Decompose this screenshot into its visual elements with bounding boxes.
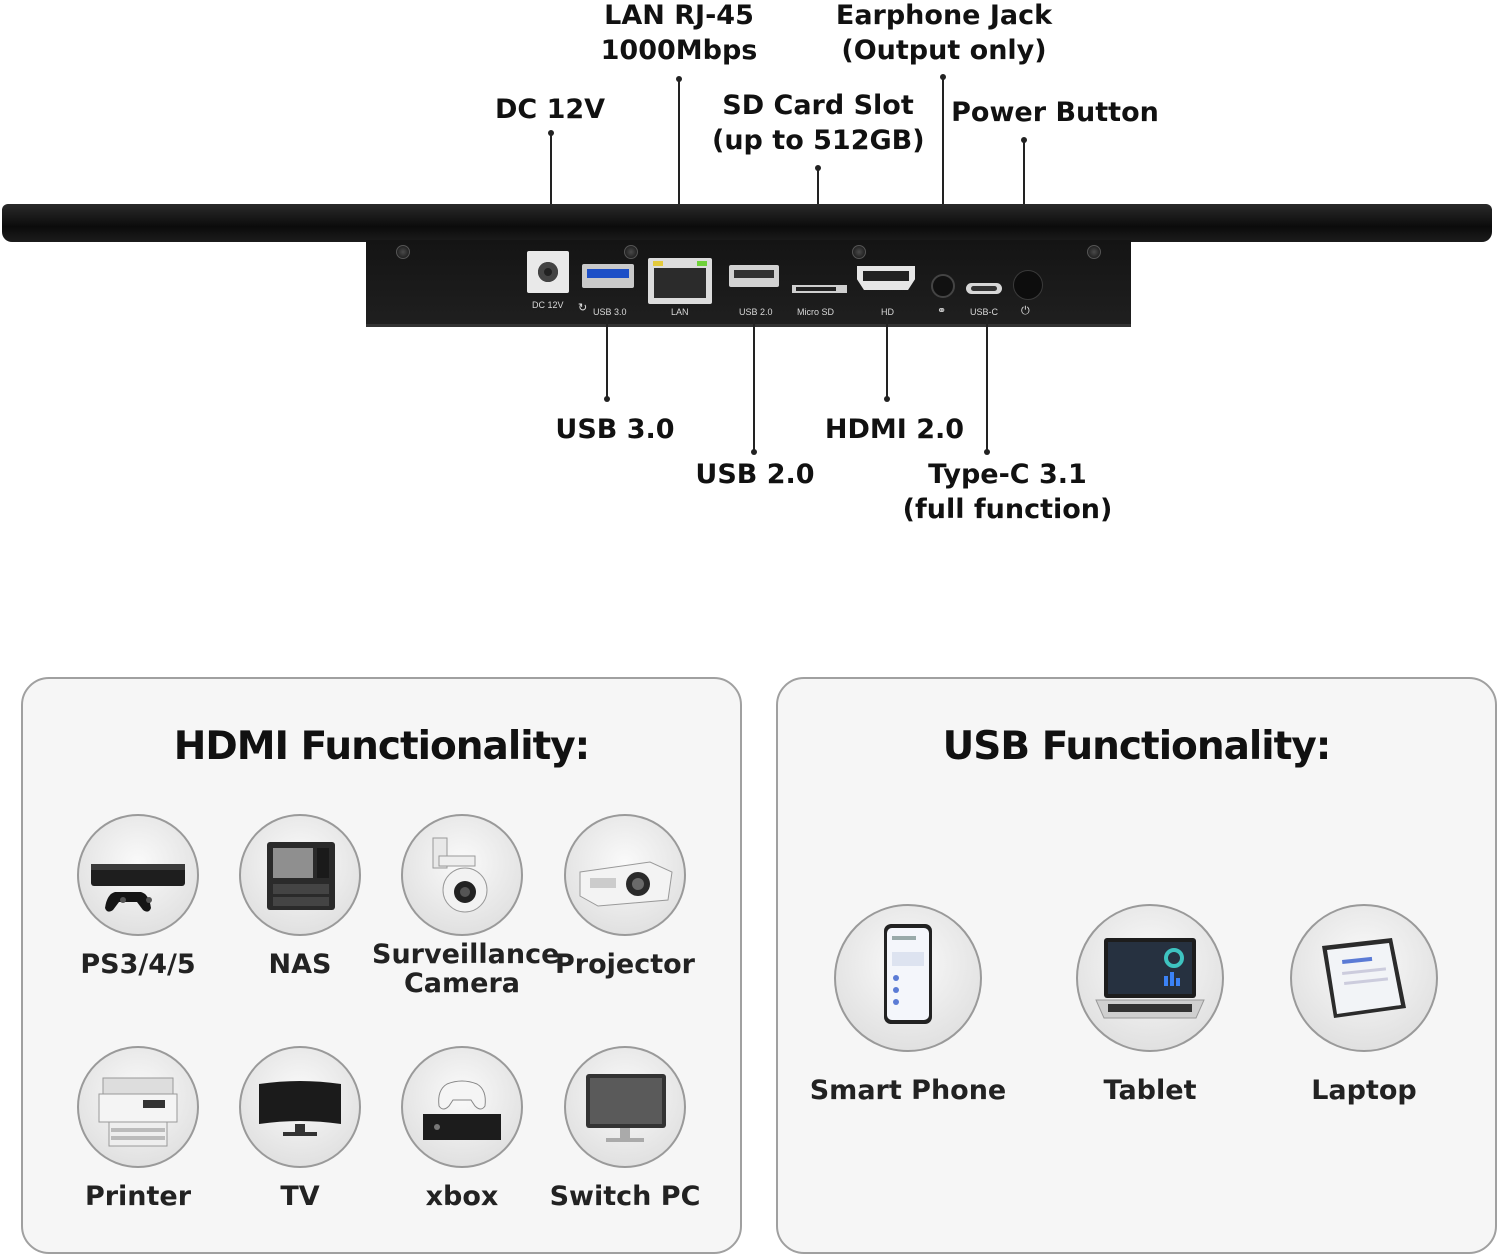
leader-dot xyxy=(604,396,610,402)
port-caption-lan: LAN xyxy=(671,307,689,317)
leader-line-lan xyxy=(678,79,680,261)
tablet-icon xyxy=(1290,904,1438,1052)
laptop-icon xyxy=(1076,904,1224,1052)
device-label: NAS xyxy=(268,949,332,980)
device-label: Tablet xyxy=(1103,1075,1197,1106)
hdmi-device-nas: NAS xyxy=(220,814,380,980)
callout-sd-card: SD Card Slot (up to 512GB) xyxy=(712,90,925,156)
device-label: Switch PC xyxy=(549,1181,701,1212)
smartphone-icon xyxy=(834,904,982,1052)
usb3-port xyxy=(582,264,634,288)
usb-c-port xyxy=(966,283,1002,294)
earphone-jack xyxy=(931,274,955,298)
device-label: Smart Phone xyxy=(809,1075,1007,1106)
hdmi-device-printer: Printer xyxy=(58,1046,218,1212)
power-button xyxy=(1013,270,1043,300)
tv-icon xyxy=(239,1046,361,1168)
port-caption-dc: DC 12V xyxy=(532,300,564,310)
leader-line-usb3 xyxy=(606,318,608,398)
hdmi-device-xbox: xbox xyxy=(382,1046,542,1212)
device-label: TV xyxy=(280,1181,320,1212)
port-caption-sd: Micro SD xyxy=(797,307,835,317)
port-panel xyxy=(366,240,1131,327)
device-label: xbox xyxy=(425,1181,499,1212)
projector-icon xyxy=(564,814,686,936)
leader-line-usb2 xyxy=(753,318,755,451)
leader-dot xyxy=(984,449,990,455)
callout-dc-12v: DC 12V xyxy=(494,94,606,125)
usb2-port xyxy=(729,265,779,287)
usb-device-tablet: Tablet xyxy=(1050,904,1250,1106)
micro-sd-slot xyxy=(792,285,847,293)
leader-line-hdmi xyxy=(886,318,888,398)
hdmi-device-projector: Projector xyxy=(545,814,705,980)
callout-usb2: USB 2.0 xyxy=(695,459,815,490)
leader-dot xyxy=(884,396,890,402)
nas-icon xyxy=(239,814,361,936)
leader-dot xyxy=(751,449,757,455)
device-label: PS3/4/5 xyxy=(80,949,196,980)
printer-icon xyxy=(77,1046,199,1168)
monitor-icon xyxy=(564,1046,686,1168)
callout-lan: LAN RJ-45 1000Mbps xyxy=(600,0,758,66)
hdmi-panel-title: HDMI Functionality: xyxy=(173,724,591,769)
hdmi-device-camera: Surveillance Camera xyxy=(372,814,560,999)
callout-hdmi: HDMI 2.0 xyxy=(824,414,965,445)
port-caption-hdmi: HD xyxy=(881,307,894,317)
leader-line-typec xyxy=(986,318,988,451)
camera-icon xyxy=(401,814,523,936)
hdmi-device-tv: TV xyxy=(220,1046,380,1212)
device-label: Projector xyxy=(555,949,695,980)
refresh-icon: ↻ xyxy=(578,301,588,314)
screw-icon xyxy=(396,245,410,259)
usb-panel-title: USB Functionality: xyxy=(942,724,1332,769)
device-label: Surveillance Camera xyxy=(372,939,560,999)
callout-type-c: Type-C 3.1 (full function) xyxy=(902,459,1113,525)
usb-device-smart-phone: Smart Phone xyxy=(808,904,1008,1106)
device-label: Printer xyxy=(84,1181,192,1212)
device-label: Laptop xyxy=(1311,1075,1417,1106)
hdmi-port xyxy=(857,266,915,290)
callout-power-button: Power Button xyxy=(951,97,1159,128)
callout-earphone: Earphone Jack (Output only) xyxy=(835,0,1053,66)
xbox-icon xyxy=(401,1046,523,1168)
headphone-icon: ⚭ xyxy=(937,304,947,317)
game-console-icon xyxy=(77,814,199,936)
monitor-bezel xyxy=(2,204,1492,242)
usb-device-laptop: Laptop xyxy=(1264,904,1464,1106)
leader-line-dc xyxy=(550,133,552,258)
port-caption-usb3: USB 3.0 xyxy=(593,307,627,317)
hdmi-device-ps: PS3/4/5 xyxy=(58,814,218,980)
screw-icon xyxy=(1087,245,1101,259)
port-caption-usb2: USB 2.0 xyxy=(739,307,773,317)
port-caption-usbc: USB-C xyxy=(970,307,999,317)
power-icon: ⏻ xyxy=(1021,304,1030,317)
dc-power-port xyxy=(527,251,569,293)
screw-icon xyxy=(852,245,866,259)
hdmi-device-switch-pc: Switch PC xyxy=(545,1046,705,1212)
callout-usb3: USB 3.0 xyxy=(555,414,675,445)
lan-port xyxy=(648,258,712,304)
screw-icon xyxy=(624,245,638,259)
leader-line-earphone xyxy=(942,77,944,275)
